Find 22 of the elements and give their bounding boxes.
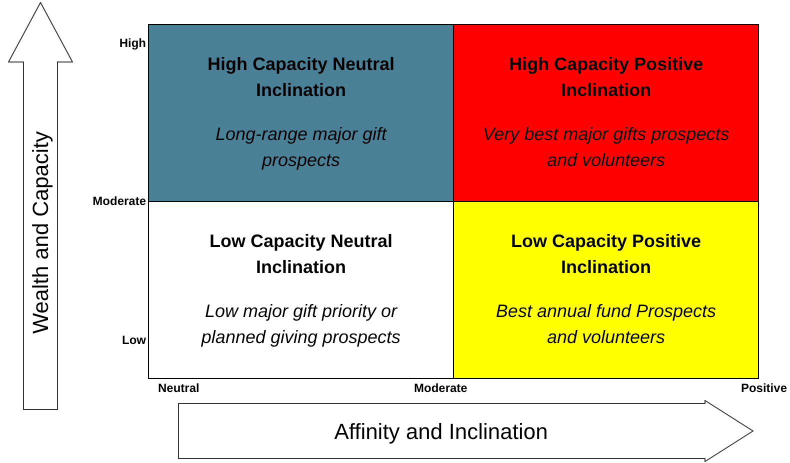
quadrant-description: Best annual fund Prospects and volunteers (494, 300, 718, 349)
block-arrow (178, 400, 754, 462)
axis-tick-label: Moderate (414, 380, 468, 396)
axis-tick-label: High (119, 35, 146, 51)
quadrant-box (148, 201, 454, 379)
quadrant-heading: Low Capacity Neutral Inclination (208, 230, 394, 279)
axis-title: Wealth and Capacity (26, 130, 54, 334)
quadrant-heading: High Capacity Neutral Inclination (206, 53, 396, 102)
quadrant-box (148, 24, 454, 202)
quadrant-heading: High Capacity Positive Inclination (508, 53, 704, 102)
quadrant-description: Very best major gifts prospects and volunteers (482, 123, 730, 172)
axis-tick-label: Positive (740, 380, 787, 396)
axis-tick-label: Neutral (158, 380, 200, 396)
axis-tick-label: Low (122, 332, 146, 348)
quadrant-heading: Low Capacity Positive Inclination (510, 230, 702, 279)
quadrant-box (453, 201, 759, 379)
quadrant-description: Long-range major gift prospects (214, 123, 388, 172)
block-arrow (8, 2, 73, 410)
axis-tick-label: Moderate (92, 193, 146, 209)
quadrant-box (453, 24, 759, 202)
quadrant-description: Low major gift priority or planned giving prospects (200, 300, 402, 349)
axis-title: Affinity and Inclination (334, 418, 548, 446)
